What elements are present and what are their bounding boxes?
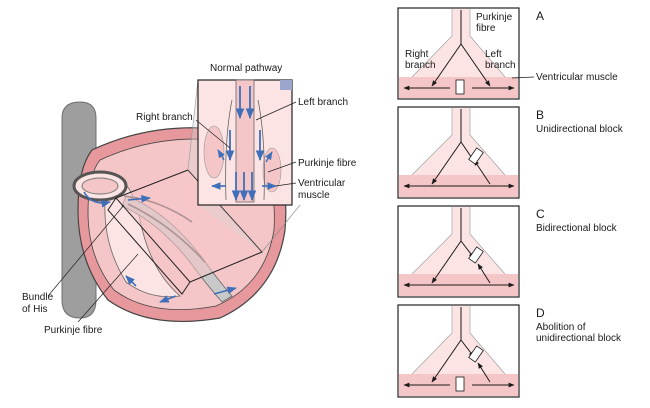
panel-a-right-branch: branch [405, 60, 436, 71]
label-bundle: Bundle [22, 292, 54, 303]
panel-d: D Abolition of unidirectional block [397, 304, 622, 398]
panel-b-caption: Unidirectional block [536, 124, 624, 135]
panel-a-left-branch: branch [485, 60, 516, 71]
panel-a-left: Left [485, 49, 502, 60]
panel-d-letter: D [536, 306, 545, 320]
heart-labels: Right branch Left branch Purkinje fibre … [22, 97, 357, 336]
panel-a-letter: A [536, 9, 544, 23]
label-right-branch: Right branch [136, 112, 193, 123]
panel-a-fibre: fibre [476, 23, 496, 34]
panel-a-muscle-label: Ventricular muscle [536, 72, 618, 83]
label-purkinje-fibre: Purkinje fibre [44, 325, 103, 336]
inset-title: Normal pathway [210, 63, 282, 74]
panel-a-purkinje: Purkinje [476, 12, 513, 23]
label-ventricular: Ventricular [298, 178, 346, 189]
label-purkinje-fibre-inset: Purkinje fibre [298, 158, 357, 169]
panel-a: A Purkinje fibre Right branch Left branc… [397, 7, 618, 100]
panel-b-letter: B [536, 108, 544, 122]
panel-d-caption-1: Abolition of [536, 322, 586, 333]
normal-pathway-inset: Normal pathway [197, 63, 293, 206]
panel-c-letter: C [536, 207, 545, 221]
panel-b: B Unidirectional block [397, 106, 624, 199]
panel-d-caption-2: unidirectional block [536, 333, 622, 344]
panel-c: C Bidirectional block [397, 205, 618, 298]
label-muscle: muscle [298, 190, 330, 201]
panel-c-caption: Bidirectional block [536, 223, 618, 234]
label-left-branch: Left branch [298, 97, 348, 108]
panel-a-right: Right [405, 49, 429, 60]
label-of-his: of His [22, 304, 48, 315]
